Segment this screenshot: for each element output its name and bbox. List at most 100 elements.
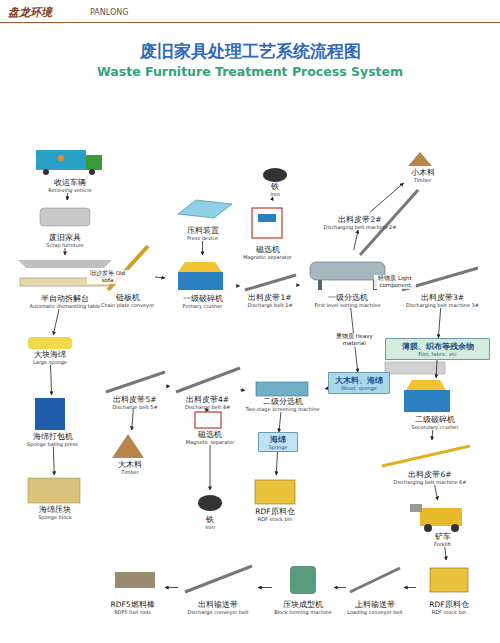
node-name: 半自动拆解台 [41, 294, 89, 303]
flow-arrow [51, 365, 52, 395]
equipment-node: 出料皮带1#Discharge belt 1# [240, 270, 300, 308]
equipment-node: 海绵压块Sponge block [20, 475, 90, 520]
flow-arrow [165, 587, 178, 588]
sorter-leg [318, 280, 322, 290]
node-name-en: Discharging belt machine 2# [324, 224, 397, 230]
node-name-en: Magnetic separator [243, 254, 292, 260]
truck-wheel [89, 169, 95, 175]
equipment-node: 废旧家具Scrap furniture [25, 200, 105, 248]
page-label: 盘龙环境 [8, 5, 52, 20]
equipment-node: RDF原料仓RDF stock bin [240, 475, 310, 522]
node-name-en: Primary crusher [183, 303, 223, 309]
flow-arrow [334, 587, 346, 588]
flow-arrow [53, 447, 55, 475]
flow-arrow [132, 410, 134, 430]
node-name: 海绵压块 [39, 505, 71, 514]
node-name-en: Wood, sponge [341, 385, 376, 391]
crusher-body [178, 272, 223, 290]
truck-wheel [43, 169, 49, 175]
node-name: 上料输送带 [355, 600, 395, 609]
node-name: RDF原料仓 [429, 600, 468, 609]
equipment-node: 铁Iron [255, 165, 295, 197]
magnet2-frame [195, 412, 221, 428]
equipment-node: 磁选机Magnetic separator [180, 410, 240, 445]
node-name-en: Discharge belt 4# [185, 404, 230, 410]
iron-pile [198, 495, 222, 511]
flow-arrow [210, 445, 211, 490]
edge-label: 重物质 Heavy material [333, 333, 375, 347]
flow-arrow [404, 587, 416, 588]
node-name: 一级破碎机 [183, 294, 223, 303]
node-name: 出料皮带4# [186, 395, 229, 404]
truck-logo [58, 155, 64, 161]
node-name: 薄膜、织布等残余物 [402, 342, 474, 351]
node-name-en: Block forming machine [274, 609, 332, 615]
discharge-conveyor [185, 566, 252, 592]
equipment-node: RDF5燃料棒RDF5 fuel rods [100, 560, 165, 615]
flow-arrow [354, 230, 358, 250]
node-name-en: Discharging belt machine 3# [406, 302, 479, 308]
page-label: PANLONG [90, 8, 128, 17]
flow-arrow [279, 412, 281, 432]
node-name: 铲车 [435, 532, 451, 541]
fuel-rods [115, 572, 155, 588]
equipment-node: 一级破碎机Primary crusher [165, 255, 240, 309]
node-name: RDF5燃料棒 [110, 600, 154, 609]
node-name-en: Magnetic separator [186, 439, 235, 445]
node-name-en: Press device [187, 235, 218, 241]
truck-cab [86, 155, 102, 170]
node-name: 链板机 [116, 293, 140, 302]
node-name-en: Sponge [269, 444, 288, 450]
equipment-node: 小木料Timber [395, 150, 450, 183]
press-plate [178, 200, 232, 218]
crusher2-hopper [406, 380, 446, 390]
flow-arrow [67, 193, 69, 200]
equipment-node: 二级破碎机Secondary crusher [390, 378, 480, 430]
diagram-title: 废旧家具处理工艺系统流程图 [0, 40, 500, 63]
material-box: 薄膜、织布等残余物Film, fabric, etc [385, 338, 490, 360]
node-name-en: Timber [121, 469, 138, 475]
node-name-en: Scrap furniture [46, 242, 83, 248]
sponge-pile [28, 337, 72, 349]
belt-5 [106, 372, 165, 392]
equipment-node: 收运车辆Receiving vehicle [30, 143, 110, 193]
node-name-en: Timber [414, 177, 431, 183]
table-roof [18, 260, 112, 268]
node-name: 大块海绵 [34, 350, 66, 359]
node-name: 出料皮带1# [248, 293, 291, 302]
flow-arrow [438, 308, 440, 338]
forklift-bucket [410, 504, 422, 512]
node-name: 出料皮带3# [421, 293, 464, 302]
forklift-wheel [424, 524, 432, 532]
film-pile [385, 362, 445, 374]
flow-arrow [445, 547, 446, 560]
node-name-en: Forklift [434, 541, 451, 547]
node-name: 压料装置 [187, 226, 219, 235]
page-label: Waste Furniture Treatment Process System [0, 64, 500, 79]
equipment-node: 铲车Forklift [405, 500, 480, 547]
node-name-en: Sponge baling press [27, 441, 78, 447]
loading-conveyor [350, 568, 400, 592]
stock-bin [430, 568, 468, 592]
node-name: 出料皮带5# [113, 395, 156, 404]
node-name-en: RDF5 fuel rods [114, 609, 151, 615]
screen-body [256, 382, 308, 396]
equipment-node: 海绵打包机Sponge baling press [15, 395, 90, 447]
equipment-node: 大木料Timber [105, 430, 155, 475]
crusher2-body [404, 390, 450, 412]
node-name-en: Automatic dismantling table [30, 303, 101, 309]
sponge-block [28, 478, 80, 503]
flow-arrow [240, 389, 245, 391]
flow-arrow [53, 309, 59, 335]
node-name: 磁选机 [198, 430, 222, 439]
node-name: 小木料 [411, 168, 435, 177]
node-name: 压块成型机 [283, 600, 323, 609]
node-name: 一级分选机 [328, 293, 368, 302]
material-box: 大木料、海绵Wood, sponge [328, 372, 390, 394]
node-name: 海绵 [270, 435, 286, 444]
node-name-en: Chain plate conveyor [101, 302, 154, 308]
node-name: 海绵打包机 [33, 432, 73, 441]
crusher-hopper [178, 262, 222, 272]
belt-6 [382, 446, 470, 466]
